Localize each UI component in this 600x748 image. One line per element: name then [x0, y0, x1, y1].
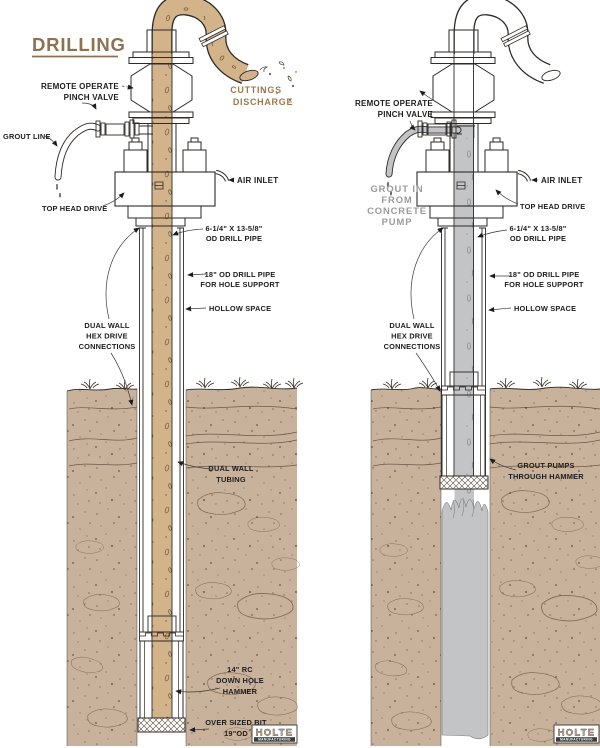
grout-drip	[55, 183, 61, 198]
label-cuttings-discharge: CUTTINGS	[230, 85, 282, 95]
label-hollow-space: HOLLOW SPACE	[209, 304, 271, 313]
label-drill-pipe-od: 6-1/4" X 13-5/8"	[509, 224, 566, 233]
label-hollow-space: HOLLOW SPACE	[514, 304, 576, 313]
svg-text:FOR HOLE SUPPORT: FOR HOLE SUPPORT	[504, 280, 583, 289]
svg-text:DISCHARGE: DISCHARGE	[233, 97, 293, 107]
svg-text:HAMMER: HAMMER	[223, 687, 258, 696]
top-head-drive-assembly	[416, 137, 532, 227]
label-hammer: 14" RC	[227, 665, 253, 674]
labels-left-panel: REMOTE OPERATE PINCH VALVE GROUT LINE CU…	[3, 82, 293, 738]
svg-text:FOR HOLE SUPPORT: FOR HOLE SUPPORT	[200, 280, 279, 289]
soil-strata-lines	[68, 405, 298, 469]
label-support-pipe: 18" OD DRILL PIPE	[205, 270, 276, 279]
holte-logo: HOLTE MANUFACTURING	[553, 724, 600, 744]
svg-text:OD DRILL PIPE: OD DRILL PIPE	[510, 234, 566, 243]
svg-text:CONCRETE: CONCRETE	[367, 205, 427, 216]
svg-text:PINCH VALVE: PINCH VALVE	[378, 110, 434, 119]
grout-spray-lines	[452, 497, 475, 519]
label-grout-in: GROUT IN	[370, 183, 423, 194]
label-pinch-valve: REMOTE OPERATE	[355, 99, 433, 108]
discharge-pipe-flange	[500, 25, 531, 48]
grout-line-fittings	[417, 119, 475, 139]
svg-text:THROUGH HAMMER: THROUGH HAMMER	[508, 472, 584, 481]
grout-line-hose	[54, 119, 153, 198]
holte-logo: HOLTE MANUFACTURING	[251, 724, 298, 744]
label-air-inlet: AIR INLET	[541, 176, 582, 185]
top-head-drive-assembly	[114, 137, 230, 227]
label-oversized-bit: OVER SIZED BIT	[205, 718, 267, 727]
svg-text:HEX DRIVE: HEX DRIVE	[391, 332, 433, 341]
label-hex-drive: DUAL WALL	[389, 321, 434, 330]
grout-fill	[441, 124, 489, 740]
holte-logo-name: HOLTE	[558, 728, 596, 739]
pinch-valve-body	[432, 63, 495, 113]
page-title-text: DRILLING	[32, 34, 126, 55]
svg-text:PINCH VALVE: PINCH VALVE	[64, 93, 120, 102]
hammer-coupling-notches	[139, 632, 184, 637]
label-hex-drive: DUAL WALL	[84, 321, 129, 330]
svg-text:DOWN HOLE: DOWN HOLE	[216, 676, 264, 685]
cuttings-in-pipe	[166, 7, 236, 69]
page-title: DRILLING	[32, 34, 126, 58]
pinch-valve-assembly	[430, 29, 496, 190]
svg-text:OD DRILL PIPE: OD DRILL PIPE	[206, 234, 262, 243]
pinch-valve-assembly	[128, 29, 194, 190]
ground-left-panel	[66, 376, 304, 746]
hammer-coupling-notches	[441, 386, 486, 391]
holte-logo-sub: MANUFACTURING	[258, 738, 291, 742]
panel-grouting: REMOTE OPERATE PINCH VALVE GROUT IN FROM…	[355, 0, 600, 746]
grout-drip	[386, 181, 392, 196]
cuttings-splash	[259, 61, 297, 101]
down-hole-hammer	[439, 371, 489, 490]
grout-column-in-hole	[441, 498, 489, 740]
label-top-head-drive: TOP HEAD DRIVE	[520, 202, 585, 211]
down-hole-hammer	[137, 615, 186, 733]
cuttings-discharge-pipe	[151, 0, 297, 101]
discharge-pipe-flange	[198, 25, 229, 48]
panel-drilling: REMOTE OPERATE PINCH VALVE GROUT LINE CU…	[3, 0, 304, 746]
label-top-head-drive: TOP HEAD DRIVE	[42, 204, 107, 213]
holte-logo-name: HOLTE	[256, 728, 294, 739]
ground-right-panel	[370, 376, 600, 746]
svg-text:PUMP: PUMP	[382, 216, 413, 227]
svg-text:CONNECTIONS: CONNECTIONS	[79, 342, 136, 351]
svg-text:FROM: FROM	[381, 194, 412, 205]
svg-text:19"OD: 19"OD	[224, 729, 248, 738]
discharge-pipe	[453, 0, 561, 84]
grout-line-fittings	[95, 119, 153, 139]
labels-right-panel: REMOTE OPERATE PINCH VALVE GROUT IN FROM…	[355, 90, 585, 481]
svg-text:CONNECTIONS: CONNECTIONS	[384, 342, 441, 351]
ground-surface-line	[66, 386, 298, 746]
label-pinch-valve: REMOTE OPERATE	[41, 82, 119, 91]
inner-drill-pipe	[453, 34, 474, 476]
holte-logo-sub: MANUFACTURING	[560, 738, 593, 742]
svg-text:TUBING: TUBING	[216, 475, 246, 484]
label-drill-pipe-od: 6-1/4" X 13-5/8"	[205, 224, 262, 233]
svg-text:HEX DRIVE: HEX DRIVE	[86, 332, 128, 341]
label-support-pipe: 18" OD DRILL PIPE	[509, 270, 580, 279]
soil-strata-lines	[372, 405, 600, 469]
label-air-inlet: AIR INLET	[237, 176, 278, 185]
label-grout-line: GROUT LINE	[3, 132, 51, 141]
label-dual-wall-tubing: DUAL WALL	[208, 464, 253, 473]
grout-in-hose	[385, 119, 475, 196]
label-grout-pumps: GROUT PUMPS	[517, 461, 574, 470]
inner-drill-pipe-cuttings	[151, 34, 173, 722]
